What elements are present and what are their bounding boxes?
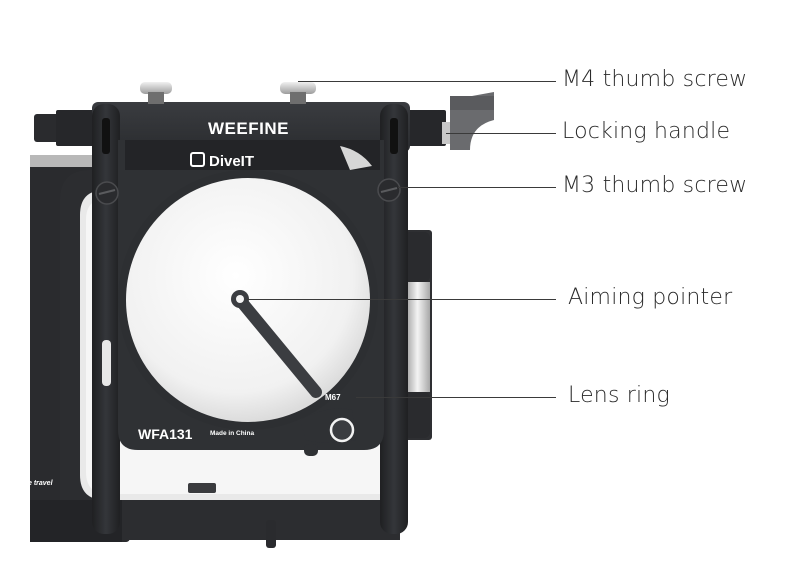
callout-label-m3-thumb-screw: M3 thumb screw	[562, 173, 748, 198]
side-latch	[402, 230, 432, 440]
callout-line-lens-ring	[356, 397, 556, 398]
vertical-slides	[92, 104, 408, 534]
brand-logo-weefine: WEEFINE	[208, 119, 289, 138]
thread-size-label: M67	[325, 393, 341, 402]
m3-thumb-screws	[95, 178, 401, 205]
callout-label-aiming-pointer: Aiming pointer	[568, 285, 733, 310]
diveit-label: DiveIT	[209, 153, 255, 170]
callout-label-locking-handle: Locking handle	[562, 119, 731, 144]
housing-text: e travel	[28, 480, 53, 487]
m4-thumb-screws	[140, 82, 316, 104]
callout-label-lens-ring: Lens ring	[568, 383, 670, 408]
brand-logo-diveit: DiveIT	[190, 152, 254, 169]
origin-label: Made in China	[210, 430, 255, 437]
adapter-plate	[118, 140, 384, 456]
callout-line-m3-thumb-screw	[398, 187, 556, 188]
diveit-logo-icon	[190, 152, 205, 167]
callout-label-m4-thumb-screw: M4 thumb screw	[562, 67, 748, 92]
callout-line-locking-handle	[446, 133, 556, 134]
locking-handle	[442, 92, 494, 150]
callout-line-aiming-pointer	[246, 299, 556, 300]
model-number: WFA131	[138, 426, 193, 442]
top-rail	[34, 102, 446, 152]
callout-line-m4-thumb-screw	[298, 81, 556, 82]
